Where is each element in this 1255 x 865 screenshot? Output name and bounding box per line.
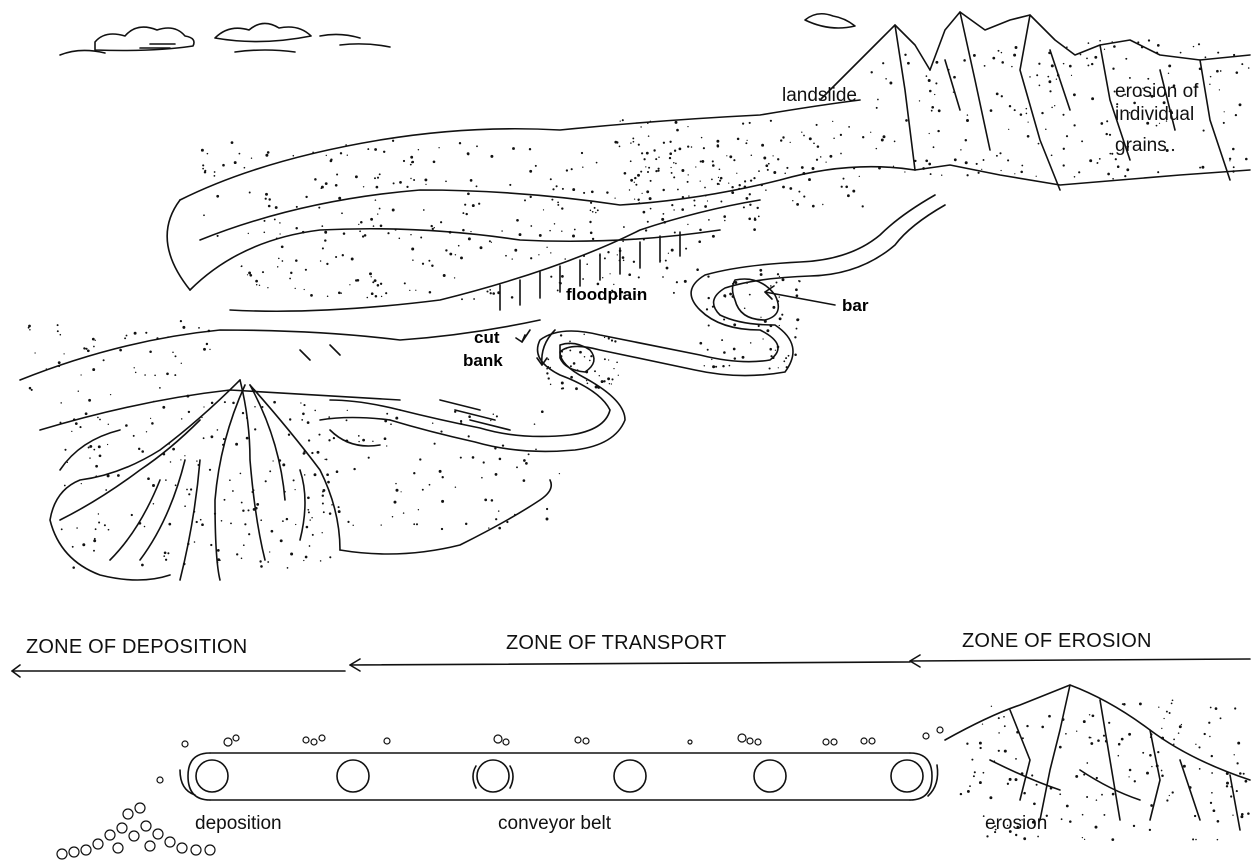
label-erosion: erosion <box>985 813 1048 834</box>
hills <box>166 99 916 313</box>
deposition-pile <box>56 802 216 860</box>
floodplain-lines <box>19 319 541 471</box>
mountains <box>819 11 1251 191</box>
zone-deposition: ZONE OF DEPOSITION <box>26 636 248 658</box>
conveyor-belt <box>179 752 939 801</box>
label-individual: individual <box>1115 104 1195 125</box>
cloud-mid <box>214 22 391 53</box>
meandering-river <box>319 194 946 453</box>
label-conveyor-belt: conveyor belt <box>498 813 612 834</box>
erosion-hill <box>944 684 1251 831</box>
label-cut: cut <box>474 328 500 347</box>
cloud-right <box>804 12 856 29</box>
cut-bank-arrow <box>515 329 556 366</box>
label-floodplain: floodplain <box>566 285 648 304</box>
label-bank: bank <box>463 351 503 370</box>
label-bar: bar <box>842 296 869 315</box>
zone-arrows <box>11 654 1251 678</box>
bar-arrow <box>764 285 836 306</box>
label-erosion-of: erosion of <box>1115 81 1199 102</box>
cloud-left <box>59 26 195 56</box>
label-deposition: deposition <box>195 813 282 834</box>
stipple-texture <box>27 39 1250 841</box>
belt-grains <box>156 726 944 784</box>
label-landslide: landslide <box>782 85 857 106</box>
label-grains: grains <box>1115 135 1167 156</box>
zone-transport: ZONE OF TRANSPORT <box>506 632 727 654</box>
delta <box>49 379 553 581</box>
zone-erosion: ZONE OF EROSION <box>962 630 1152 652</box>
